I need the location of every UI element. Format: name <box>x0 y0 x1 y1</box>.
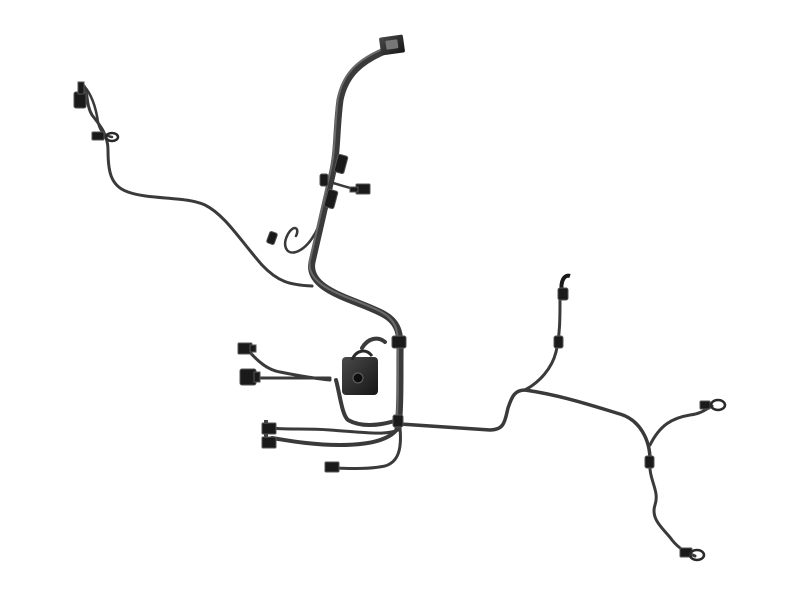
trunk-clip-1 <box>333 153 349 175</box>
upper-left-end-wire <box>82 84 114 139</box>
lower-left-connector-2 <box>261 434 277 449</box>
main-trunk-wire <box>308 44 404 432</box>
bottom-connector <box>324 461 340 473</box>
right-upper-connector <box>557 273 571 301</box>
mount-grommet <box>342 349 378 395</box>
junction-clip-2 <box>392 414 404 428</box>
lower-left-connector-1 <box>261 420 277 435</box>
main-trunk-highlight <box>308 45 400 427</box>
right-fork-upper-wire <box>648 404 714 447</box>
upper-left-long-wire <box>82 84 314 288</box>
trunk-loop-connector <box>266 231 278 245</box>
mid-left-wire-2 <box>334 378 400 427</box>
right-lower-ring-terminal <box>679 547 706 562</box>
trunk-loop-wire <box>284 213 324 254</box>
upper-left-connector <box>73 81 87 109</box>
mid-left-connector-top <box>237 342 257 355</box>
right-fork-clip <box>644 455 655 469</box>
right-fork-lower-wire <box>648 458 697 558</box>
top-square-connector <box>379 34 405 56</box>
right-upper-ring-terminal <box>699 398 727 412</box>
mid-left-connector-large <box>239 368 261 386</box>
lower-left-branch-wire <box>270 426 400 447</box>
lower-left-branch-wire-2 <box>268 426 400 435</box>
grommet-loop-wire <box>360 336 387 350</box>
upper-left-ring-terminal <box>91 131 120 143</box>
trunk-right-connector <box>349 183 371 195</box>
trunk-clip-2 <box>323 188 339 210</box>
right-main-branch-wire <box>398 388 652 462</box>
right-upper-clip <box>553 335 564 349</box>
junction-clip <box>391 335 407 349</box>
trunk-clip-3 <box>319 173 329 187</box>
bottom-connector-wire <box>328 426 402 470</box>
